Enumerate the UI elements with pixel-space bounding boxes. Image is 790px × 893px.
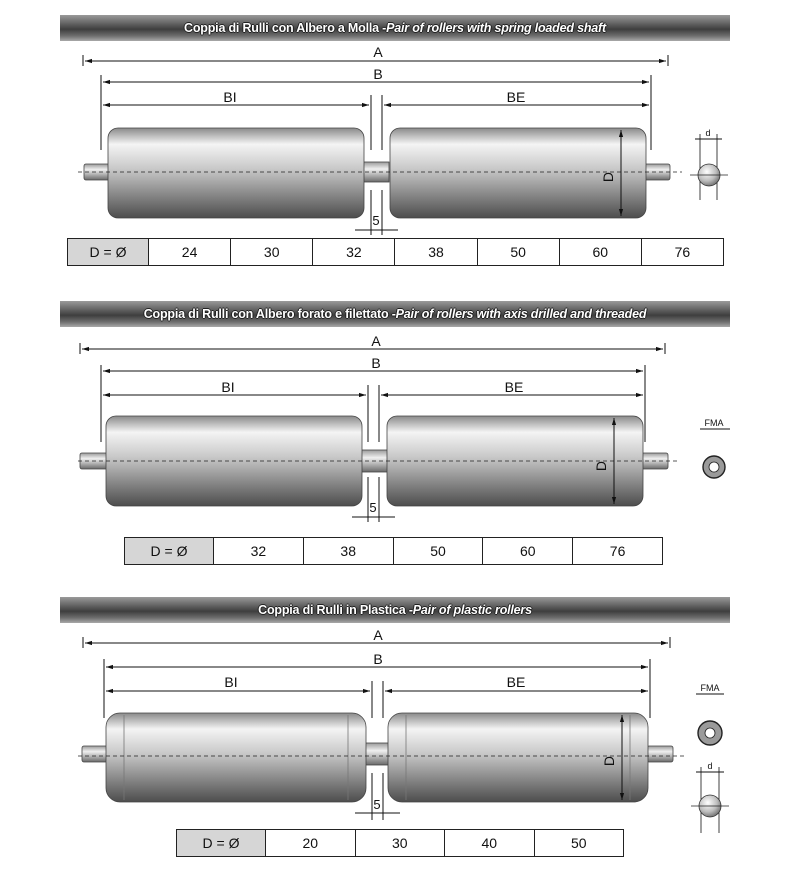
dim-be-label: BE [507, 89, 526, 105]
diameter-cell: 30 [354, 829, 445, 857]
end-detail-label: d [705, 128, 710, 138]
table-header: D = Ø [176, 829, 266, 857]
table-header: D = Ø [124, 537, 214, 565]
diameter-cell: 30 [230, 238, 314, 266]
dim-a-label: A [371, 333, 381, 349]
dim-b-label: B [373, 651, 382, 667]
end-detail-label: FMA [701, 683, 720, 693]
roller-left [105, 712, 367, 803]
dim-a-label: A [373, 627, 383, 643]
dim-be-label: BE [507, 674, 526, 690]
end-detail-label-2: d [707, 761, 712, 771]
dim-b-label: B [373, 66, 382, 82]
roller-right [389, 127, 647, 219]
section-spring-shaft: Coppia di Rulli con Albero a Molla - Pai… [0, 0, 790, 280]
diameter-cell: 32 [312, 238, 396, 266]
dim-be-label: BE [505, 379, 524, 395]
diameter-cell: 40 [444, 829, 535, 857]
diameter-cell: 60 [482, 537, 574, 565]
diameter-cell: 32 [213, 537, 304, 565]
diameter-cell: 24 [147, 238, 232, 266]
diameter-cell: 38 [302, 537, 394, 565]
dim-a-label: A [373, 44, 383, 60]
dim-gap-label: 5 [373, 797, 380, 812]
section-banner: Coppia di Rulli con Albero forato e file… [60, 301, 730, 327]
dim-gap-label: 5 [369, 500, 376, 515]
diameter-cell: 76 [572, 537, 663, 565]
roller-right [387, 712, 649, 803]
dim-bi-label: BI [223, 89, 236, 105]
banner-title-en: Pair of rollers with axis drilled and th… [395, 307, 647, 321]
section-drilled-axis: Coppia di Rulli con Albero forato e file… [60, 301, 730, 565]
table-header: D = Ø [67, 238, 149, 266]
roller-diagram: A B BI BE D 5 FMA [78, 333, 730, 522]
roller-left [107, 127, 365, 219]
diameter-table: D = Ø 24 30 32 38 50 60 76 [67, 238, 725, 266]
diameter-table: D = Ø 32 38 50 60 76 [124, 537, 663, 565]
dim-bi-label: BI [221, 379, 234, 395]
banner-title-it: Coppia di Rulli in Plastica - [258, 603, 413, 617]
dim-d-label: D [601, 756, 617, 766]
banner-title-en: Pair of plastic rollers [412, 603, 532, 617]
dim-gap-label: 5 [372, 213, 379, 228]
banner-title-en: Pair of rollers with spring loaded shaft [386, 21, 606, 35]
end-detail-label: FMA [705, 418, 724, 428]
banner-title-it: Coppia di Rulli con Albero a Molla - [184, 21, 387, 35]
dim-d-label: D [593, 461, 609, 471]
roller-diagram: A B BI BE D 5 FMA d [78, 627, 729, 833]
section-banner: Coppia di Rulli in Plastica - Pair of pl… [60, 597, 730, 623]
dim-b-label: B [371, 355, 380, 371]
diameter-table: D = Ø 20 30 40 50 [176, 829, 624, 857]
diameter-cell: 50 [476, 238, 560, 266]
dim-bi-label: BI [224, 674, 237, 690]
diameter-cell: 38 [394, 238, 478, 266]
roller-diagram: A B BI BE D 5 d [78, 44, 728, 235]
dim-d-label: D [600, 172, 616, 182]
diameter-cell: 76 [640, 238, 725, 266]
section-banner: Coppia di Rulli con Albero a Molla - Pai… [60, 15, 730, 41]
diameter-cell: 50 [533, 829, 624, 857]
diameter-cell: 50 [392, 537, 484, 565]
diameter-cell: 20 [265, 829, 356, 857]
banner-title-it: Coppia di Rulli con Albero forato e file… [143, 307, 396, 321]
